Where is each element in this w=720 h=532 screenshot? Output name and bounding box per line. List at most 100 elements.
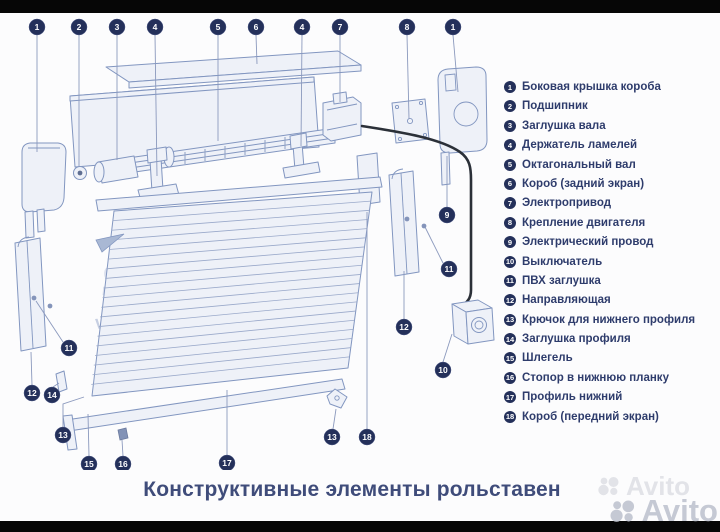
callout-2: 2 [70, 18, 88, 166]
callout-9: 9 [438, 156, 456, 224]
legend-item-1: 1 Боковая крышка короба [504, 81, 718, 93]
legend-number-badge: 18 [504, 410, 516, 423]
callout-15: 15 [80, 413, 98, 470]
legend-item-label: ПВХ заглушка [522, 274, 601, 287]
callout-5: 5 [209, 18, 227, 141]
motor-head [322, 91, 362, 142]
legend-item-label: Заглушка вала [522, 119, 606, 132]
shaft-segment-marks [184, 137, 286, 164]
callout-8: 8 [398, 18, 416, 120]
svg-text:9: 9 [445, 210, 450, 220]
legend-item-3: 3 Заглушка вала [504, 119, 718, 132]
legend-item-label: Боковая крышка короба [522, 81, 661, 93]
legend-number-badge: 7 [504, 197, 516, 210]
svg-text:6: 6 [254, 22, 259, 32]
top-black-bar [0, 0, 720, 13]
svg-text:1: 1 [451, 22, 456, 32]
legend-item-5: 5 Октагональный вал [504, 158, 718, 171]
legend-number-badge: 11 [504, 274, 516, 287]
electric-wire [360, 124, 473, 308]
bearing-hole [77, 170, 83, 176]
callout-3: 3 [108, 18, 126, 160]
legend-number-badge: 2 [504, 100, 516, 113]
legend-number-badge: 6 [504, 177, 516, 190]
legend-number-badge: 16 [504, 371, 516, 384]
bottom-black-bar [0, 521, 720, 532]
svg-text:3: 3 [115, 22, 120, 32]
legend-item-label: Подшипник [522, 100, 588, 113]
legend-item-label: Крючок для нижнего профиля [522, 313, 696, 326]
callout-12: 12 [23, 351, 41, 402]
callout-12: 12 [395, 271, 413, 336]
legend-item-label: Электрический провод [522, 236, 654, 249]
switch-box [451, 299, 495, 345]
profile-plug [55, 370, 68, 393]
callout-17: 17 [218, 390, 236, 470]
callout-11: 11 [35, 300, 78, 357]
legend-item-18: 18 Короб (передний экран) [504, 410, 718, 423]
legend-item-label: Октагональный вал [522, 158, 636, 171]
legend-number-badge: 3 [504, 119, 516, 132]
pvc-plug [404, 216, 410, 222]
legend-item-label: Крепление двигателя [522, 216, 646, 229]
side-cap-right [437, 66, 488, 186]
legend-panel: 1 Боковая крышка короба 2 Подшипник 3 Заглушк… [504, 81, 718, 430]
svg-text:18: 18 [362, 432, 372, 442]
callout-6: 6 [247, 18, 265, 65]
legend-item-10: 10 Выключатель [504, 255, 718, 268]
pvc-plug [31, 295, 37, 301]
legend-item-label: Держатель ламелей [522, 139, 638, 152]
avito-watermark-row: Avito [597, 473, 690, 499]
callout-7: 7 [331, 18, 349, 102]
svg-text:4: 4 [300, 22, 305, 32]
legend-item-label: Короб (задний экран) [522, 177, 645, 190]
avito-watermark: Avito Avito [597, 473, 718, 526]
legend-item-label: Направляющая [522, 294, 611, 307]
legend-number-badge: 4 [504, 139, 516, 152]
svg-text:7: 7 [338, 22, 343, 32]
bottom-stopper [117, 427, 129, 441]
bottom-profile-hook [326, 388, 348, 409]
avito-watermark-text: Avito [641, 493, 718, 528]
callout-1: 1 [28, 18, 46, 152]
svg-text:11: 11 [65, 343, 74, 353]
legend-item-11: 11 ПВХ заглушка [504, 274, 718, 287]
legend-number-badge: 10 [504, 255, 516, 268]
legend-item-label: Профиль нижний [522, 391, 623, 404]
legend-item-label: Короб (передний экран) [522, 410, 659, 423]
svg-text:13: 13 [58, 430, 68, 440]
legend-number-badge: 5 [504, 158, 516, 171]
callout-14: 14 [43, 382, 61, 404]
lamella-holder-right [282, 132, 321, 179]
legend-item-6: 6 Короб (задний экран) [504, 177, 718, 190]
guide-rail-right [388, 168, 420, 277]
svg-text:5: 5 [216, 22, 221, 32]
legend-number-badge: 1 [504, 81, 516, 93]
legend-item-label: Выключатель [522, 255, 603, 268]
svg-text:14: 14 [47, 390, 57, 400]
svg-text:17: 17 [222, 458, 232, 468]
legend-item-label: Электропривод [522, 197, 612, 210]
headrail-bar [95, 176, 383, 212]
svg-text:11: 11 [445, 264, 454, 274]
legend-list: 1 Боковая крышка короба 2 Подшипник 3 Заглушк… [504, 81, 718, 423]
callout-4: 4 [293, 18, 311, 147]
callout-13: 13 [323, 408, 341, 446]
pvc-plug [47, 303, 53, 309]
legend-number-badge: 14 [504, 333, 516, 346]
callout-1: 1 [444, 18, 462, 93]
callout-13: 13 [54, 396, 85, 444]
svg-text:4: 4 [153, 22, 158, 32]
svg-text:1: 1 [35, 22, 40, 32]
roller-shutter-diagram: simplex ® www.simplexgroup.ru [14, 18, 495, 470]
callout-16: 16 [114, 439, 132, 470]
svg-text:8: 8 [405, 22, 410, 32]
